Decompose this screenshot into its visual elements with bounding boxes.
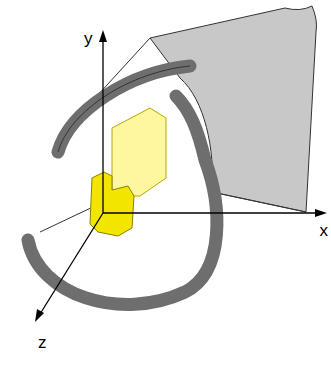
arrow-head bbox=[35, 309, 44, 322]
axis-label: z bbox=[38, 334, 47, 351]
arrow-head bbox=[315, 209, 327, 217]
tube-section bbox=[28, 96, 217, 304]
arrow-head bbox=[99, 30, 107, 42]
object-back bbox=[112, 108, 166, 196]
axis-label: y bbox=[84, 30, 93, 47]
tube-surface bbox=[150, 6, 317, 212]
x-axis bbox=[103, 212, 318, 213]
object-front bbox=[90, 172, 134, 236]
z-axis bbox=[40, 213, 103, 314]
tube-edge bbox=[212, 192, 306, 212]
axis-label: x bbox=[320, 222, 329, 239]
y-axis bbox=[102, 38, 103, 213]
